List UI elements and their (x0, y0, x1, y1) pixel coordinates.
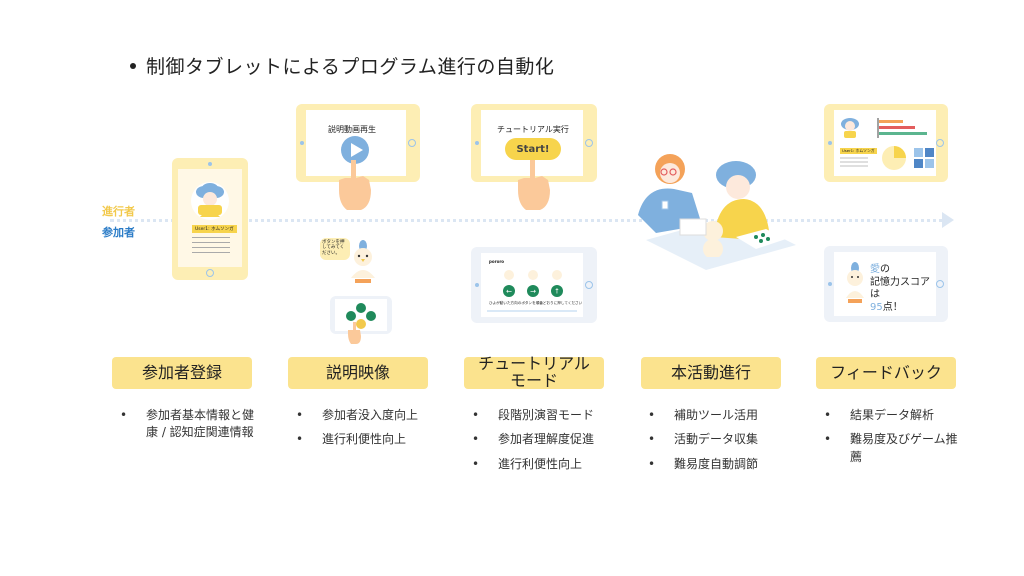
pointing-hand-icon (339, 160, 371, 210)
tutorial-caption: チュートリアル実行 (497, 125, 569, 134)
home-button (936, 139, 944, 147)
bullet-item: 参加者基本情報と健康 / 認知症関連情報 (120, 407, 260, 442)
step-bullets-main-activity: 補助ツール活用 活動データ収集 難易度自動調節 (648, 407, 798, 480)
svg-text:↑: ↑ (554, 288, 560, 296)
tutorial-screen-tablet: pororo ← → ↑ ひよが動いた方向のボタンを順番どおりに押してください (471, 247, 597, 323)
score-message: 愛の 記憶力スコアは 95点！ (870, 264, 936, 314)
bullet-item: 参加者理解度促進 (472, 431, 622, 449)
bullet-item: 補助ツール活用 (648, 407, 798, 425)
bullet-item: 難易度及びゲーム推薦 (824, 431, 964, 466)
text-line (192, 242, 230, 243)
bullet-item: 結果データ解析 (824, 407, 964, 425)
bullet-dot (130, 62, 136, 69)
app-brand: pororo (489, 259, 505, 264)
bullet-item: 進行利便性向上 (472, 456, 622, 474)
role-participant: 参加者 (102, 226, 135, 239)
camera-dot (828, 141, 832, 145)
camera-dot (300, 141, 304, 145)
video-tablet: 説明動画再生 (296, 104, 420, 182)
robot-character-icon (351, 240, 375, 283)
score-text: 記憶力スコアは (870, 276, 930, 301)
pointing-hand-icon (518, 160, 550, 210)
registration-tablet: User1: ホムソンガ (172, 158, 248, 280)
user-tag: User1: ホムソンガ (192, 225, 237, 233)
tutorial-label-line2: モード (509, 371, 558, 390)
step-label-registration: 参加者登録 (112, 357, 252, 389)
bullet-item: 活動データ収集 (648, 431, 798, 449)
step-label-tutorial: チュートリアル モード (464, 354, 604, 390)
score-text: の (880, 264, 890, 275)
step-bullets-feedback: 結果データ解析 難易度及びゲーム推薦 (824, 407, 964, 473)
camera-dot (475, 141, 479, 145)
tutorial-instruction: ひよが動いた方向のボタンを順番どおりに押してください (489, 301, 583, 305)
step-bullets-video: 参加者没入度向上 進行利便性向上 (296, 407, 446, 456)
home-button (585, 281, 593, 289)
flow-timeline (110, 219, 950, 222)
bullet-item: 難易度自動調節 (648, 456, 798, 474)
bullet-item: 進行利便性向上 (296, 431, 446, 449)
home-button (585, 139, 593, 147)
step-label-video: 説明映像 (288, 357, 428, 389)
user-profile-illustration (191, 182, 229, 220)
video-caption: 説明動画再生 (328, 125, 376, 134)
tutorial-tablet: チュートリアル実行 Start! (471, 104, 597, 182)
text-line (192, 252, 230, 253)
bullet-item: 段階別演習モード (472, 407, 622, 425)
title-text: 制御タブレットによるプログラム進行の自動化 (146, 56, 555, 78)
svg-text:→: → (530, 288, 536, 296)
step-label-feedback: フィードバック (816, 357, 956, 389)
player-name: 愛 (870, 264, 880, 275)
camera-dot (475, 283, 479, 287)
step-bullets-registration: 参加者基本情報と健康 / 認知症関連情報 (120, 407, 260, 449)
tutorial-arrow-buttons: ← → ↑ (487, 270, 577, 312)
start-button[interactable]: Start! (505, 138, 561, 160)
speech-text: ボタンを押してみてください。 (322, 240, 345, 256)
score-text: 点！ (882, 301, 903, 313)
bullet-item: 参加者没入度向上 (296, 407, 446, 425)
home-button (206, 269, 214, 277)
svg-text:←: ← (506, 288, 512, 296)
camera-dot (828, 282, 832, 286)
controller-tablet (330, 296, 392, 334)
pointing-hand-icon (348, 322, 361, 344)
text-line (192, 237, 230, 238)
feedback-tablet: User1: ホムソンガ (824, 104, 948, 182)
robot-speech-bubble: ボタンを押してみてください。 (320, 238, 350, 260)
user-tag: User1: ホムソンガ (840, 148, 877, 154)
activity-scene-illustration (638, 154, 796, 270)
step-label-main-activity: 本活動進行 (641, 357, 781, 389)
robot-character-icon (846, 262, 864, 303)
play-button-icon (341, 136, 369, 164)
home-button (408, 139, 416, 147)
dashboard-illustration (840, 118, 934, 170)
slide-title: 制御タブレットによるプログラム進行の自動化 (130, 52, 554, 79)
step-bullets-tutorial: 段階別演習モード 参加者理解度促進 進行利便性向上 (472, 407, 622, 480)
arrow-right-icon (942, 212, 954, 228)
score-tablet: 愛の 記憶力スコアは 95点！ (824, 246, 948, 322)
camera-dot (208, 162, 212, 166)
tutorial-label-line1: チュートリアル (478, 354, 590, 374)
arrow-buttons (346, 303, 376, 329)
text-line (192, 247, 230, 248)
role-facilitator: 進行者 (102, 205, 135, 218)
home-button (936, 280, 944, 288)
score-value: 95 (870, 301, 883, 313)
